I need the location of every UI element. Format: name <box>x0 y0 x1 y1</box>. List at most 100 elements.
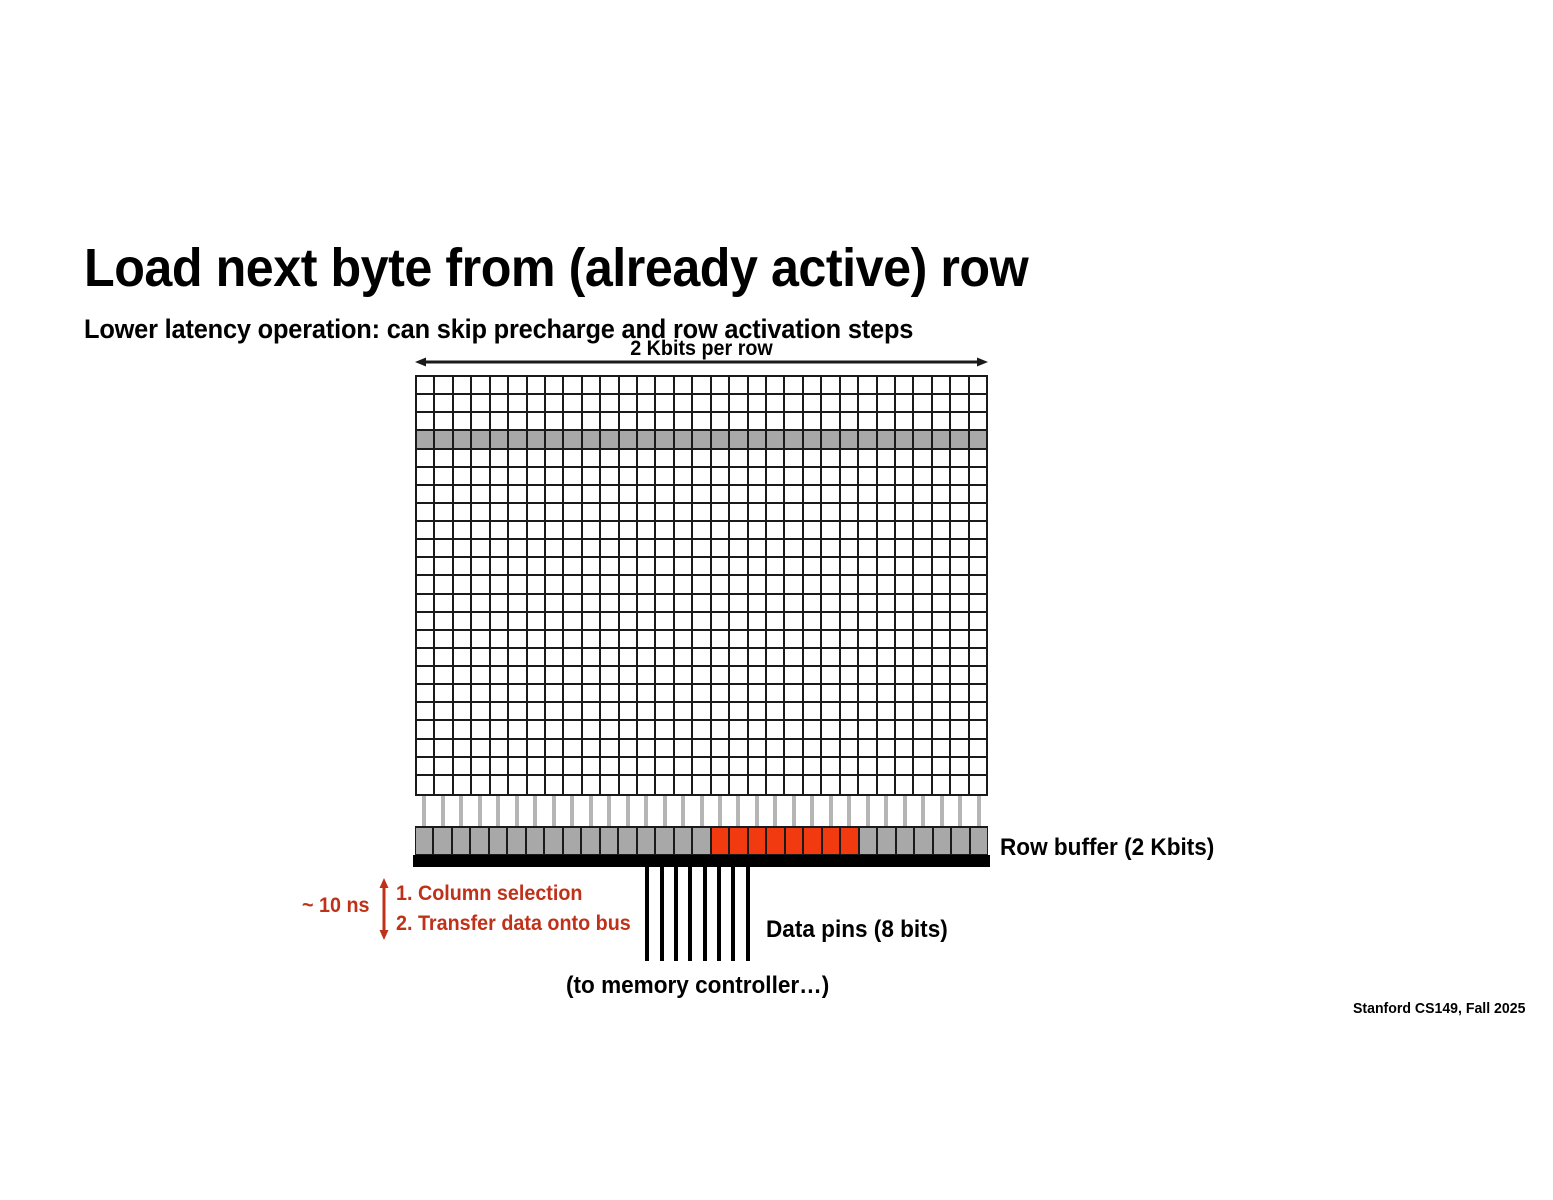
memory-cell <box>822 667 841 686</box>
memory-cell <box>969 522 987 541</box>
memory-cell <box>693 667 712 686</box>
memory-cell <box>877 612 896 631</box>
memory-cell <box>491 775 510 794</box>
memory-cell <box>546 775 565 794</box>
memory-cell <box>674 648 694 667</box>
memory-cell <box>693 540 712 559</box>
memory-cell <box>619 630 639 649</box>
data-pin-line <box>745 866 750 961</box>
memory-cell <box>822 540 841 559</box>
memory-cell <box>582 721 602 740</box>
memory-cell <box>472 431 491 450</box>
memory-cell <box>840 431 860 450</box>
sense-line <box>514 796 519 826</box>
memory-cell <box>435 467 454 486</box>
memory-cell <box>951 576 970 595</box>
memory-cell <box>767 721 786 740</box>
memory-cell <box>453 648 473 667</box>
memory-cell <box>748 522 768 541</box>
memory-cell <box>435 739 454 758</box>
row-buffer-cell-selected <box>784 826 804 856</box>
memory-cell <box>564 775 583 794</box>
memory-cell <box>785 431 804 450</box>
memory-cell <box>527 485 546 504</box>
memory-cell <box>969 486 987 504</box>
memory-cell <box>545 431 565 450</box>
memory-cell <box>638 685 657 704</box>
sense-line <box>791 796 796 826</box>
sense-line <box>662 796 667 826</box>
memory-cell <box>748 703 768 722</box>
memory-cell <box>435 630 454 649</box>
memory-cell <box>859 703 878 722</box>
memory-cell <box>932 503 952 522</box>
memory-cell <box>767 522 786 541</box>
memory-cell <box>803 576 823 595</box>
memory-cell <box>527 594 546 613</box>
memory-cell <box>619 395 639 414</box>
memory-cell <box>472 377 491 396</box>
memory-cell <box>932 703 952 722</box>
memory-cell <box>564 395 583 414</box>
memory-cell <box>435 395 454 414</box>
memory-cell <box>490 757 510 776</box>
memory-cell <box>840 540 860 559</box>
memory-cell <box>453 522 473 541</box>
memory-cell <box>638 558 657 577</box>
memory-cell <box>895 667 915 686</box>
memory-cell <box>803 594 823 613</box>
memory-cell <box>969 450 987 468</box>
memory-cell <box>803 503 823 522</box>
memory-cell <box>656 648 675 667</box>
memory-cell <box>730 377 749 396</box>
memory-cell <box>840 630 860 649</box>
row-buffer-cell <box>932 826 952 856</box>
memory-cell <box>803 431 823 450</box>
memory-cell <box>490 395 510 414</box>
memory-cell <box>840 558 860 577</box>
memory-cell <box>638 449 657 468</box>
memory-cell <box>767 630 786 649</box>
memory-cell <box>803 377 823 396</box>
memory-cell <box>969 540 987 559</box>
memory-cell <box>748 467 768 486</box>
memory-cell <box>545 648 565 667</box>
memory-cell <box>785 576 804 595</box>
memory-cell <box>711 685 731 704</box>
row-buffer-cell <box>951 826 970 856</box>
row-buffer-cell-selected <box>747 826 767 856</box>
memory-cell <box>656 449 675 468</box>
memory-cell <box>785 503 804 522</box>
memory-cell <box>619 485 639 504</box>
memory-cell <box>969 631 987 649</box>
memory-cell <box>711 630 731 649</box>
memory-cell <box>509 721 528 740</box>
memory-cell <box>656 757 675 776</box>
row-buffer-cell <box>562 826 582 856</box>
memory-cell <box>748 449 768 468</box>
memory-cell <box>840 703 860 722</box>
sense-line <box>976 796 981 826</box>
memory-cell <box>748 576 768 595</box>
sense-line <box>699 796 704 826</box>
memory-cell <box>527 377 546 396</box>
memory-cell <box>730 522 749 541</box>
memory-cell <box>453 503 473 522</box>
memory-cell <box>877 757 896 776</box>
memory-cell <box>564 594 583 613</box>
memory-cell <box>564 757 583 776</box>
memory-cell <box>877 721 896 740</box>
memory-cell <box>454 775 473 794</box>
memory-cell <box>969 558 987 577</box>
memory-cell <box>693 703 712 722</box>
memory-cell <box>435 413 454 432</box>
row-buffer-cell <box>858 826 878 856</box>
memory-cell <box>951 739 970 758</box>
memory-cell <box>895 703 915 722</box>
memory-row <box>417 576 987 595</box>
memory-cell <box>822 485 841 504</box>
memory-cell <box>895 485 915 504</box>
memory-cell <box>693 576 712 595</box>
memory-cell <box>748 685 768 704</box>
memory-cell <box>822 558 841 577</box>
